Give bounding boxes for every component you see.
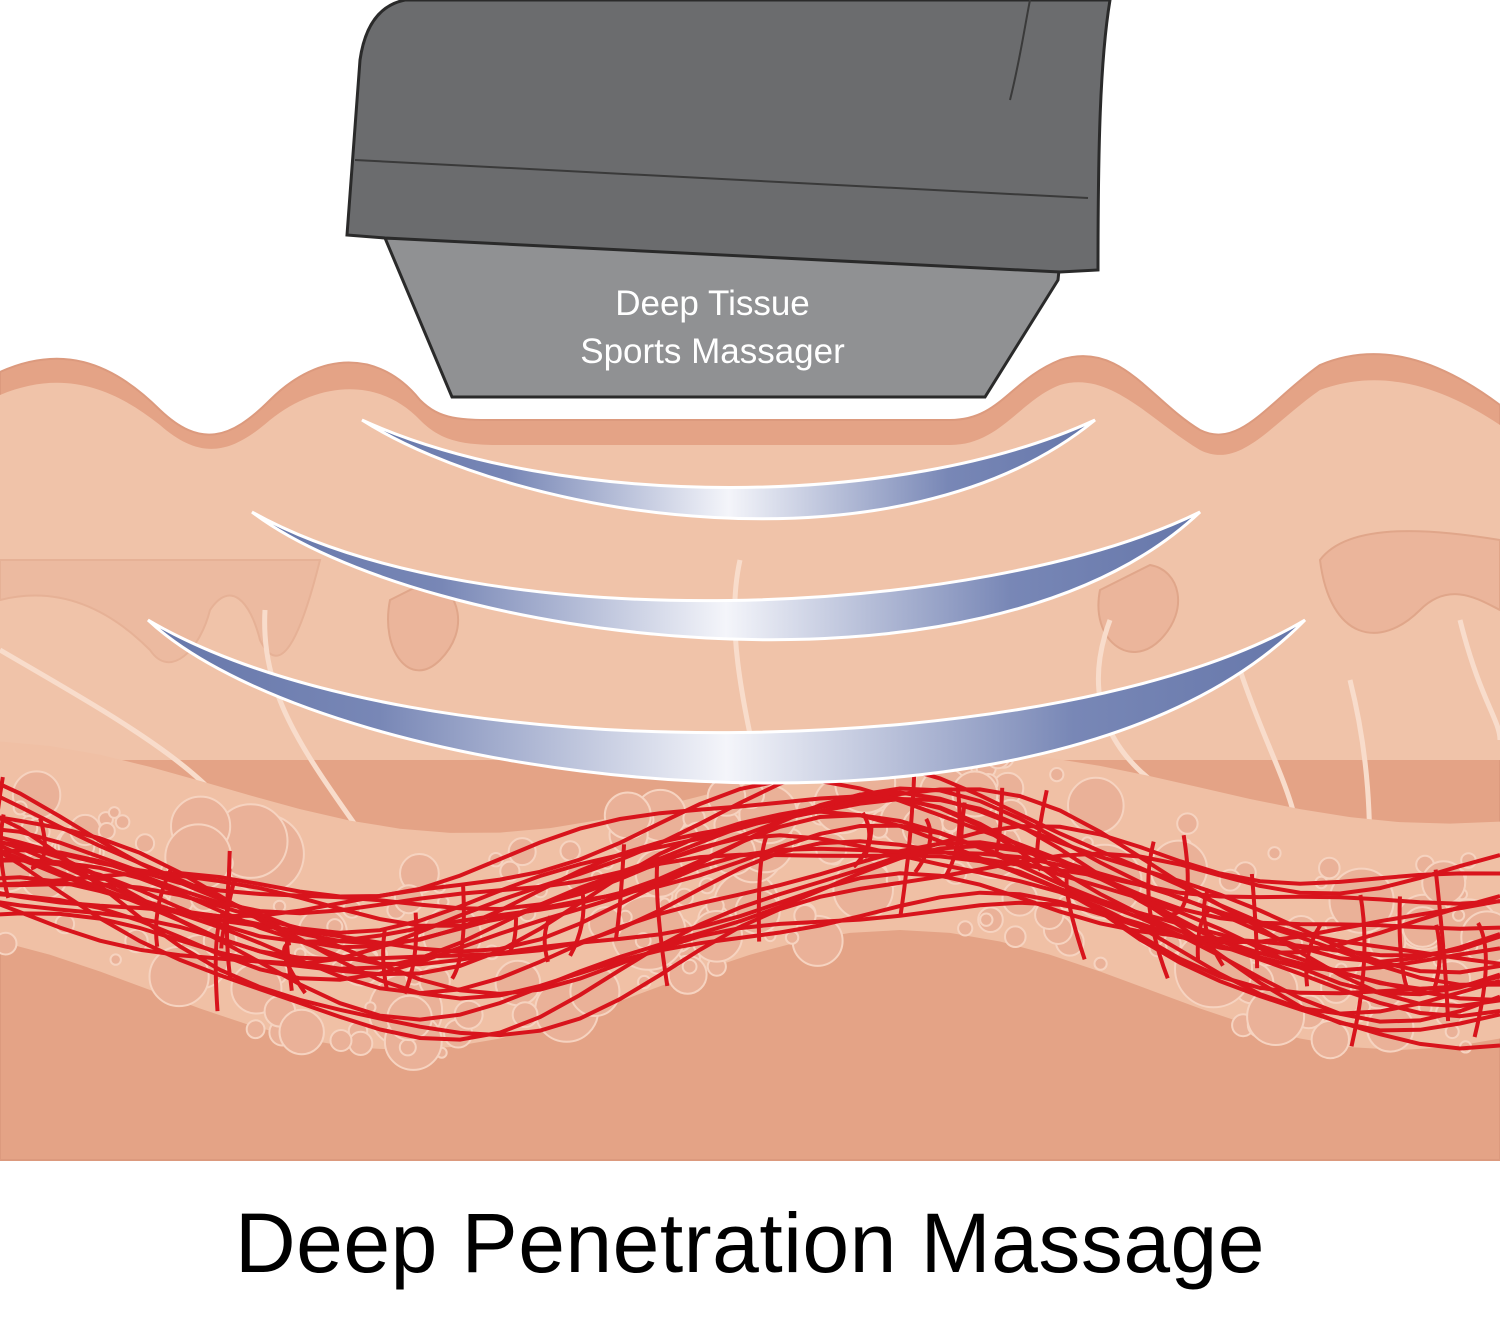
fat-cell bbox=[97, 822, 116, 840]
blood-vessel-branch bbox=[508, 917, 519, 952]
blood-vessel bbox=[0, 843, 1500, 1022]
blood-vessel-branch bbox=[402, 912, 419, 995]
blood-vessel-branch bbox=[1472, 922, 1488, 1038]
blood-vessel-branch bbox=[284, 935, 294, 991]
fat-cell bbox=[245, 1019, 266, 1040]
fat-cell bbox=[1452, 908, 1466, 922]
blood-vessel-branch bbox=[1249, 873, 1260, 969]
massage-waves bbox=[146, 418, 1307, 785]
blood-vessel-branch bbox=[654, 856, 670, 987]
blood-vessel-branch bbox=[993, 787, 1005, 856]
blood-vessel-branch bbox=[30, 817, 47, 871]
blood-vessel-branch bbox=[1433, 869, 1451, 1022]
blood-vessel-branch bbox=[959, 802, 967, 857]
fat-cell bbox=[114, 814, 131, 830]
fat-cell bbox=[1318, 856, 1341, 880]
blood-vessel-branch bbox=[0, 814, 11, 899]
wave-1 bbox=[361, 418, 1096, 521]
blood-vessel-branch bbox=[944, 789, 962, 877]
wave-3 bbox=[146, 618, 1307, 785]
blood-vessel-branch bbox=[450, 886, 466, 980]
fat-cell bbox=[329, 1029, 353, 1052]
massager-body bbox=[345, 0, 1112, 274]
fat-cell bbox=[1067, 776, 1125, 835]
wave-2 bbox=[251, 510, 1202, 642]
blood-vessel-branch bbox=[1201, 887, 1225, 967]
massager-seam bbox=[1009, 0, 1031, 101]
device-label-line2: Sports Massager bbox=[580, 332, 845, 371]
blood-vessel-branch bbox=[1170, 834, 1190, 917]
fat-cell bbox=[107, 806, 121, 819]
fat-cell bbox=[681, 958, 698, 975]
blood-vessel-branch bbox=[1397, 896, 1409, 989]
massager-seam bbox=[354, 159, 1089, 199]
blood-vessel-branch bbox=[213, 909, 226, 1012]
blood-vessel-branch bbox=[1432, 924, 1442, 991]
blood-vessel-branch bbox=[0, 776, 5, 810]
fat-cell bbox=[957, 920, 974, 937]
fat-cell bbox=[559, 840, 581, 862]
device-label-line1: Deep Tissue bbox=[615, 284, 810, 323]
follicles bbox=[0, 530, 1500, 672]
fat-cell bbox=[109, 953, 122, 966]
fat-cell bbox=[134, 833, 156, 854]
blood-vessels bbox=[0, 761, 1500, 1051]
fat-cell bbox=[278, 1008, 325, 1056]
blood-vessel-branch bbox=[1349, 894, 1367, 1047]
blood-vessel-branch bbox=[154, 867, 174, 948]
blood-vessel-branch bbox=[381, 928, 389, 991]
blood-vessel-branch bbox=[86, 873, 105, 881]
blood-vessel-branch bbox=[1304, 923, 1323, 987]
blood-vessel-branch bbox=[1035, 789, 1049, 872]
blood-vessel-branch bbox=[224, 868, 233, 980]
fat-cell bbox=[494, 959, 542, 1007]
blood-vessel-branch bbox=[913, 817, 933, 874]
blood-vessel bbox=[0, 778, 1500, 1033]
blood-vessel-branch bbox=[1195, 907, 1212, 960]
blood-vessel bbox=[0, 786, 1500, 987]
fat-cell bbox=[1004, 925, 1027, 949]
fat-cell bbox=[979, 912, 994, 927]
caption-title: Deep Penetration Massage bbox=[235, 1196, 1265, 1290]
blood-vessel-branch bbox=[613, 844, 627, 940]
blood-vessel-branch bbox=[568, 891, 586, 957]
blood-vessel bbox=[0, 815, 1500, 967]
fat-cell bbox=[348, 1030, 374, 1057]
blood-vessel-branch bbox=[756, 835, 769, 942]
blood-vessel-branch bbox=[898, 761, 917, 916]
fat-cell bbox=[1049, 767, 1065, 783]
blood-vessel bbox=[0, 824, 1500, 1042]
blood-vessel-branch bbox=[542, 915, 553, 963]
fat-cell bbox=[1176, 812, 1199, 835]
fat-cell bbox=[1093, 956, 1108, 971]
blood-vessel-branch bbox=[1064, 862, 1087, 960]
fat-cell bbox=[1267, 846, 1282, 861]
skin-dermis bbox=[0, 380, 1500, 760]
blood-vessel-branch bbox=[1146, 841, 1170, 980]
fat-cell bbox=[0, 931, 18, 956]
blood-vessel-branch bbox=[862, 827, 874, 859]
fat-cell bbox=[398, 1038, 417, 1057]
